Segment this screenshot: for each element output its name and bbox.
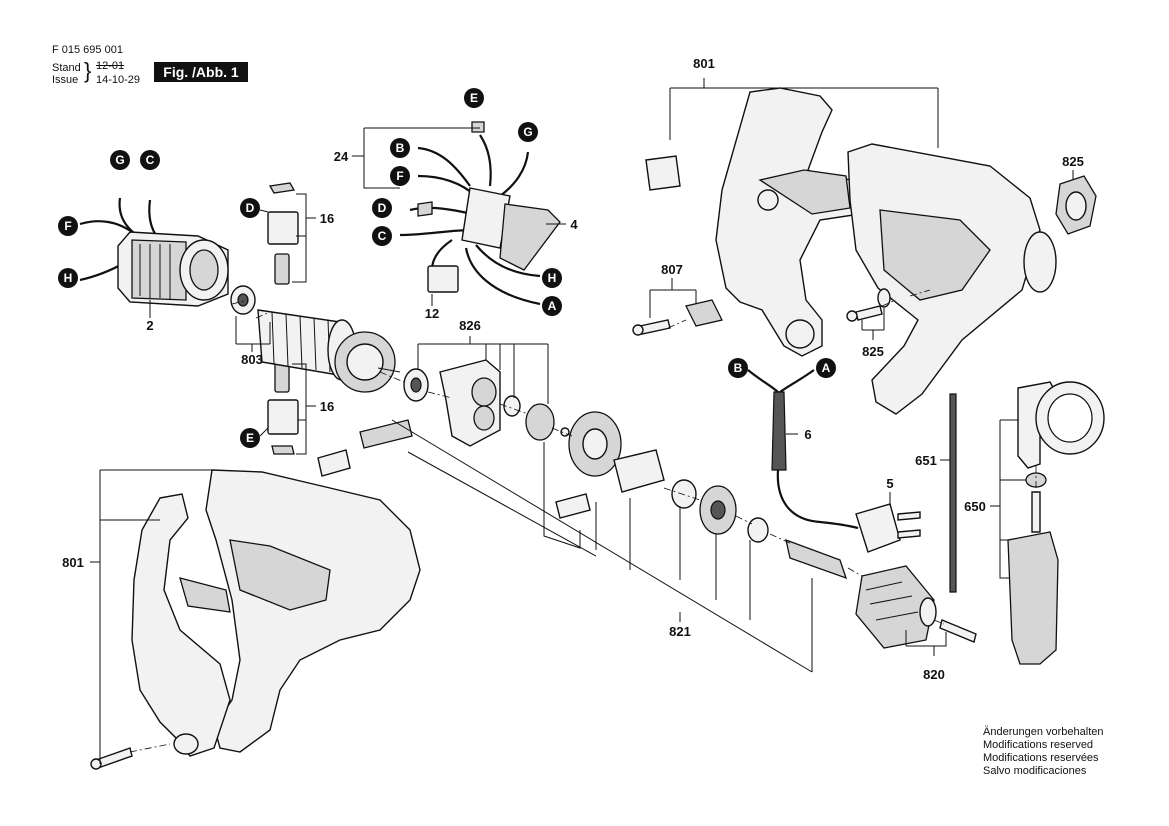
- callout-820: 820: [923, 667, 945, 682]
- wire-marker-c-top: C: [372, 226, 392, 246]
- callout-650: 650: [964, 499, 986, 514]
- svg-text:H: H: [548, 271, 557, 285]
- callout-803: 803: [241, 352, 263, 367]
- callout-825-top: 825: [1062, 154, 1084, 169]
- svg-text:H: H: [64, 271, 73, 285]
- svg-text:G: G: [115, 153, 124, 167]
- switch-assembly: [399, 121, 561, 306]
- callout-numbers: 801 825 807 825 24 4 12 16 16 2 803 826 …: [62, 56, 1084, 682]
- wire-marker-b-cord: B: [728, 358, 748, 378]
- callout-651: 651: [915, 453, 937, 468]
- wire-marker-h-left: H: [58, 268, 78, 288]
- housing-half-right: [645, 87, 1097, 415]
- power-cord: [747, 369, 921, 553]
- wire-marker-d-brush: D: [240, 198, 260, 218]
- wire-marker-h-right: H: [542, 268, 562, 288]
- wire-marker-b-top: B: [390, 138, 410, 158]
- callout-4: 4: [570, 217, 578, 232]
- brush-holder-top: [267, 182, 299, 285]
- auxiliary-handle-650: [1007, 381, 1105, 665]
- callout-825-mid: 825: [862, 344, 884, 359]
- callout-801-bottom: 801: [62, 555, 84, 570]
- armature: [257, 309, 401, 393]
- issue-value: 14-10-29: [96, 74, 141, 86]
- svg-text:G: G: [523, 125, 532, 139]
- svg-text:F: F: [64, 219, 71, 233]
- document-number: F 015 695 001: [52, 44, 123, 56]
- callout-821: 821: [669, 624, 691, 639]
- notice-line-en: Modifications reserved: [983, 739, 1094, 751]
- drill-chuck: [855, 565, 977, 649]
- svg-text:A: A: [548, 299, 557, 313]
- svg-text:D: D: [378, 201, 387, 215]
- notice-line-fr: Modifications reservées: [983, 752, 1099, 764]
- callout-24: 24: [334, 149, 349, 164]
- callout-801-top: 801: [693, 56, 715, 71]
- gear-housing-826: [317, 359, 848, 580]
- screw-807: [632, 299, 723, 336]
- housing-half-left: [90, 469, 421, 770]
- notice-line-de: Änderungen vorbehalten: [983, 726, 1104, 738]
- bearing-803: [230, 285, 256, 315]
- wire-marker-e-brush: E: [240, 428, 260, 448]
- svg-text:E: E: [246, 431, 254, 445]
- callout-6: 6: [804, 427, 811, 442]
- wire-marker-g-left: G: [110, 150, 130, 170]
- callout-12: 12: [425, 306, 439, 321]
- callout-826: 826: [459, 318, 481, 333]
- wire-markers: E B F D C G H A G C F H D E B A: [58, 88, 836, 448]
- stand-label: Stand: [52, 62, 81, 74]
- svg-text:C: C: [378, 229, 387, 243]
- issue-label: Issue: [52, 74, 79, 86]
- callout-807: 807: [661, 262, 683, 277]
- leader-lines: [90, 78, 1074, 764]
- wire-marker-e-top: E: [464, 88, 484, 108]
- assembly-lines: [129, 289, 1037, 753]
- brush-holder-bottom: [267, 361, 299, 455]
- wire-marker-f-top: F: [390, 166, 410, 186]
- callout-16-top: 16: [320, 211, 334, 226]
- wire-marker-a-right: A: [542, 296, 562, 316]
- field-coil: [79, 197, 229, 307]
- notice-line-es: Salvo modificaciones: [983, 765, 1087, 777]
- svg-text:D: D: [246, 201, 255, 215]
- svg-text:B: B: [396, 141, 405, 155]
- svg-text:E: E: [470, 91, 478, 105]
- wire-marker-g-top: G: [518, 122, 538, 142]
- callout-2: 2: [146, 318, 153, 333]
- modifications-notice: Änderungen vorbehalten Modifications res…: [983, 726, 1103, 778]
- callout-16-bottom: 16: [320, 399, 334, 414]
- svg-text:C: C: [146, 153, 155, 167]
- svg-text:A: A: [822, 361, 831, 375]
- wire-marker-a-cord: A: [816, 358, 836, 378]
- screw-washer-825: [846, 288, 891, 322]
- stand-value: 12-01: [96, 60, 125, 72]
- depth-stop-651: [949, 393, 957, 593]
- wire-marker-d-top: D: [372, 198, 392, 218]
- svg-text:B: B: [734, 361, 743, 375]
- header-brace: }: [84, 58, 92, 83]
- callout-5: 5: [886, 476, 893, 491]
- svg-text:F: F: [396, 169, 403, 183]
- wire-marker-c-left: C: [140, 150, 160, 170]
- figure-label: Fig. /Abb. 1: [154, 62, 248, 82]
- wire-marker-f-left: F: [58, 216, 78, 236]
